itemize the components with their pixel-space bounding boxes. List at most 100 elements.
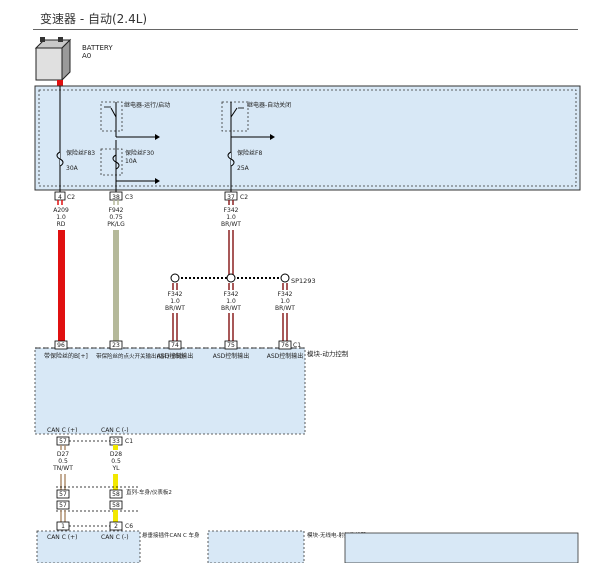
wire-d27-gauge: 0.5 bbox=[58, 458, 68, 465]
relay-2-box bbox=[221, 101, 249, 132]
wire-f942-color: PK/LG bbox=[107, 221, 125, 228]
wire-f342-b-color: BR/WT bbox=[221, 305, 241, 312]
fuse-f83-icon bbox=[56, 151, 64, 167]
pcm-label: 模块-动力控制 bbox=[307, 349, 349, 358]
splice-node-3 bbox=[280, 273, 290, 283]
pcm-can-pin-33-num: 33 bbox=[112, 438, 120, 445]
wire-f342-a-circuit: F342 bbox=[168, 291, 183, 298]
fuse-f8-icon bbox=[227, 151, 235, 167]
pcm-can-pin-57 bbox=[56, 436, 70, 446]
pcm-pin-74 bbox=[168, 340, 182, 350]
pdc-inner-border bbox=[38, 89, 577, 187]
pcm-can-low: CAN C (-) bbox=[101, 427, 129, 434]
wire-f342-b-circuit: F342 bbox=[224, 291, 239, 298]
pdc-panel bbox=[34, 85, 581, 191]
rf-hub-left-box bbox=[207, 530, 305, 563]
pcm-pin-23-desc: 带保险丝的点火开关输出(运行-启动) bbox=[96, 352, 185, 360]
inline-label: 直列-车身/仪表板2 bbox=[126, 488, 172, 496]
pcm-can-pin-57-num: 57 bbox=[59, 438, 67, 445]
inline-pin-a-57 bbox=[56, 489, 70, 499]
wire-a209-gauge: 1.0 bbox=[56, 214, 66, 221]
rf-hub-right-box bbox=[344, 532, 579, 563]
pcm-module bbox=[34, 347, 306, 435]
bottom-can-high: CAN C (+) bbox=[47, 534, 78, 541]
battery-label: BATTERY bbox=[82, 44, 113, 52]
bottom-pin-1 bbox=[56, 521, 70, 531]
pdc-pin-37-num: 37 bbox=[227, 194, 235, 201]
inline-pin-b-57 bbox=[56, 500, 70, 510]
wire-a209-line bbox=[58, 230, 65, 342]
fuse-f8-rating: 25A bbox=[237, 165, 250, 172]
pcm-pin-96 bbox=[54, 340, 68, 350]
pdc-pin-38-num: 38 bbox=[112, 194, 120, 201]
bottom-connector: C6 bbox=[125, 523, 133, 530]
pdc-pin-38 bbox=[109, 191, 123, 201]
wire-d27-circuit: D27 bbox=[57, 451, 69, 458]
pdc-pin-38-conn: C3 bbox=[125, 194, 133, 201]
wire-d27-color: TN/WT bbox=[52, 465, 73, 472]
wire-d28-color: YL bbox=[111, 465, 120, 472]
title-rule bbox=[33, 29, 578, 30]
pcm-pin-75 bbox=[224, 340, 238, 350]
inline-pin-b-57-num: 57 bbox=[59, 502, 67, 509]
wire-d28-line bbox=[113, 474, 118, 490]
right-module-label: 模块-无线电-射频集线器 bbox=[307, 531, 366, 539]
wire-d28-gauge: 0.5 bbox=[111, 458, 121, 465]
fuse-f30-box bbox=[100, 148, 123, 176]
fuse-f30-icon bbox=[112, 154, 120, 170]
wire-d28-circuit: D28 bbox=[110, 451, 122, 458]
wire-f342-a-color: BR/WT bbox=[165, 305, 185, 312]
battery-icon bbox=[34, 37, 72, 86]
wire-f342-top-circuit: F342 bbox=[224, 207, 239, 214]
pdc-pin-4 bbox=[54, 191, 66, 201]
bottom-pin-2-num: 2 bbox=[114, 523, 118, 530]
relay-1-box bbox=[100, 101, 123, 132]
inline-pin-a-57-num: 57 bbox=[59, 491, 67, 498]
pcm-can-connector: C1 bbox=[125, 438, 133, 445]
wire-f942-line bbox=[113, 230, 119, 342]
relay-2-label: 继电器-自动关闭 bbox=[247, 101, 291, 109]
bottom-module-label: 悬垂接插件CAN C 车身 bbox=[142, 531, 200, 539]
inline-pin-a-58-num: 58 bbox=[112, 491, 120, 498]
wire-a209-color: RD bbox=[57, 221, 66, 228]
inline-pin-b-58-num: 58 bbox=[112, 502, 120, 509]
pcm-pin-75-num: 75 bbox=[227, 342, 235, 349]
pcm-pin-74-num: 74 bbox=[171, 342, 179, 349]
pdc-pin-4-num: 4 bbox=[58, 194, 62, 201]
wire-f342-top-color: BR/WT bbox=[221, 221, 241, 228]
bottom-can-low: CAN C (-) bbox=[101, 534, 129, 541]
fuse-f30-label: 保险丝F30 bbox=[125, 149, 154, 157]
battery-ref: A0 bbox=[82, 52, 91, 60]
pcm-pin-75-desc: ASD控制输出 bbox=[213, 352, 250, 360]
pcm-pin-76-num: 76 bbox=[281, 342, 289, 349]
wire-f942-gauge: 0.75 bbox=[109, 214, 123, 221]
wire-f342-c-color: BR/WT bbox=[275, 305, 295, 312]
wire-f342-top-gauge: 1.0 bbox=[226, 214, 236, 221]
fuse-f30-rating: 10A bbox=[125, 158, 138, 165]
wire-f342-c-gauge: 1.0 bbox=[280, 298, 290, 305]
wire-a209-circuit: A209 bbox=[53, 207, 69, 214]
bottom-module bbox=[36, 530, 141, 563]
pcm-can-high: CAN C (+) bbox=[47, 427, 78, 434]
pcm-pin-74-desc: ASD控制输出 bbox=[157, 352, 194, 360]
wire-f942-circuit: F942 bbox=[109, 207, 124, 214]
pdc-pin-4-conn: C2 bbox=[67, 194, 75, 201]
inline-pin-b-58 bbox=[109, 500, 123, 510]
fuse-f83-rating: 30A bbox=[66, 165, 79, 172]
pdc-pin-37-conn: C2 bbox=[240, 194, 248, 201]
pdc-pin-37 bbox=[224, 191, 238, 201]
wire-f342-c-circuit: F342 bbox=[278, 291, 293, 298]
pcm-connector: C1 bbox=[293, 342, 301, 349]
splice-node-1 bbox=[170, 273, 180, 283]
pcm-pin-23 bbox=[109, 340, 123, 350]
fuse-f8-label: 保险丝F8 bbox=[237, 149, 262, 157]
page-title: 变速器 - 自动(2.4L) bbox=[40, 12, 148, 26]
pcm-pin-96-num: 96 bbox=[57, 342, 65, 349]
pcm-pin-76-desc: ASD控制输出 bbox=[267, 352, 304, 360]
inline-pin-a-58 bbox=[109, 489, 123, 499]
wire-f342-a-gauge: 1.0 bbox=[170, 298, 180, 305]
wire-f342-b-gauge: 1.0 bbox=[226, 298, 236, 305]
splice-label: SP1293 bbox=[291, 277, 316, 285]
splice-node-2 bbox=[226, 273, 236, 283]
